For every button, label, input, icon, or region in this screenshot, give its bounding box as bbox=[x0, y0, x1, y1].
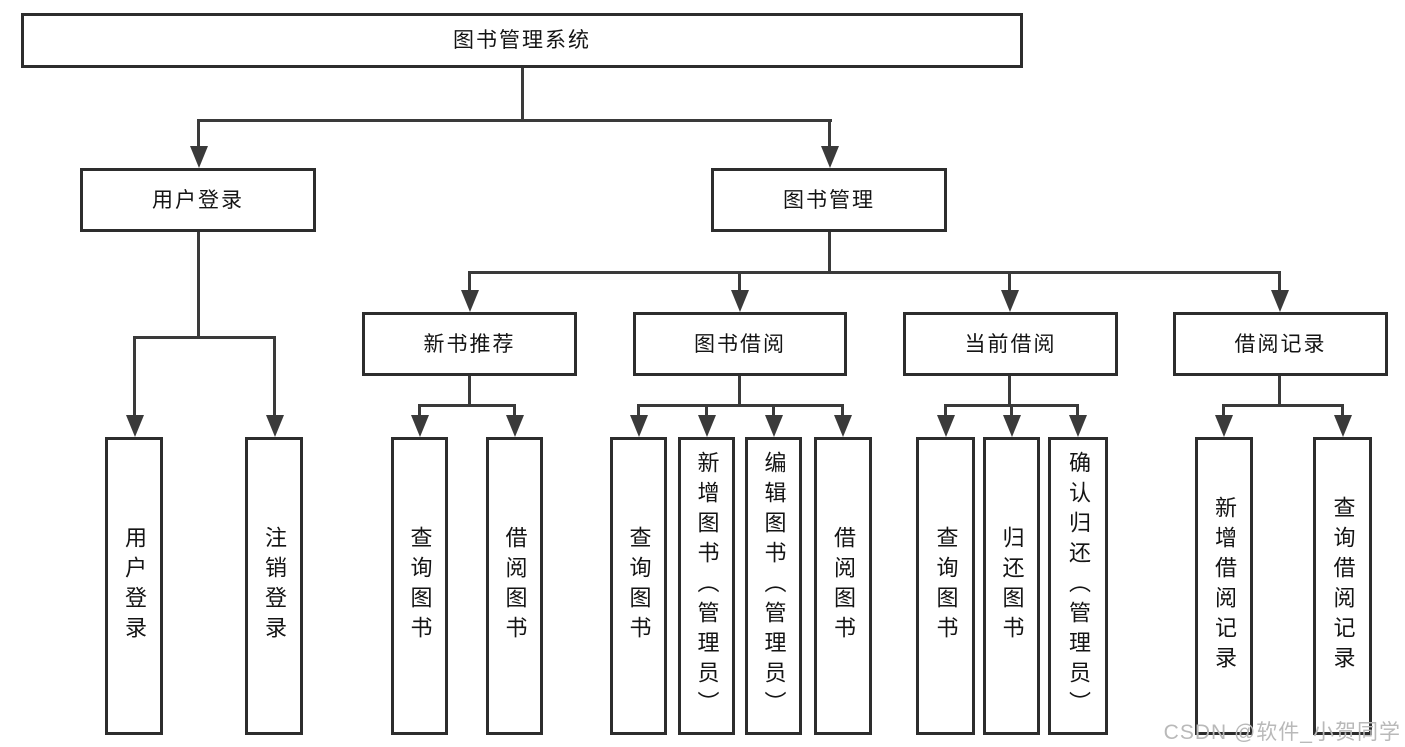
arrowhead-down-icon bbox=[730, 290, 749, 312]
leaf-query-books-3: 查询图书 bbox=[916, 437, 975, 735]
csdn-watermark: CSDN @软件_小贺同学 bbox=[1163, 721, 1401, 744]
connector-line bbox=[1278, 271, 1281, 293]
arrowhead-down-icon bbox=[460, 290, 479, 312]
connector-line bbox=[828, 119, 831, 149]
node-book-management: 图书管理 bbox=[711, 168, 947, 232]
connector-line bbox=[197, 119, 832, 122]
connector-line bbox=[1008, 271, 1011, 293]
arrowhead-down-icon bbox=[834, 415, 852, 437]
arrowhead-down-icon bbox=[936, 415, 955, 437]
connector-line bbox=[1222, 404, 1343, 407]
leaf-logout: 注销登录 bbox=[245, 437, 303, 735]
node-user-login: 用户登录 bbox=[80, 168, 316, 232]
arrowhead-down-icon bbox=[1333, 415, 1352, 437]
leaf-borrow-books-1: 借阅图书 bbox=[486, 437, 543, 735]
connector-line bbox=[468, 271, 471, 293]
leaf-query-books-2: 查询图书 bbox=[610, 437, 667, 735]
leaf-user-login: 用户登录 bbox=[105, 437, 163, 735]
connector-line bbox=[133, 336, 276, 339]
connector-line bbox=[197, 230, 200, 339]
connector-line bbox=[468, 374, 471, 407]
connector-line bbox=[738, 271, 741, 293]
arrowhead-down-icon bbox=[820, 146, 839, 168]
arrowhead-down-icon bbox=[629, 415, 648, 437]
connector-line bbox=[944, 404, 947, 418]
node-borrowing-records: 借阅记录 bbox=[1173, 312, 1388, 376]
connector-line bbox=[273, 336, 276, 418]
connector-line bbox=[418, 404, 516, 407]
leaf-return-books: 归还图书 bbox=[983, 437, 1040, 735]
arrowhead-down-icon bbox=[697, 415, 716, 437]
connector-line bbox=[1341, 404, 1344, 418]
node-root: 图书管理系统 bbox=[21, 13, 1023, 68]
connector-line bbox=[1222, 404, 1225, 418]
connector-line bbox=[1010, 404, 1013, 418]
connector-line bbox=[1278, 374, 1281, 407]
connector-line bbox=[468, 271, 1281, 274]
connector-line bbox=[637, 404, 844, 407]
connector-line bbox=[637, 404, 640, 418]
arrowhead-down-icon bbox=[189, 146, 208, 168]
arrowhead-down-icon bbox=[764, 415, 783, 437]
arrowhead-down-icon bbox=[1002, 415, 1021, 437]
connector-line bbox=[841, 404, 844, 418]
connector-line bbox=[197, 119, 200, 149]
arrowhead-down-icon bbox=[1214, 415, 1233, 437]
node-new-book-recommend: 新书推荐 bbox=[362, 312, 577, 376]
node-current-borrowing: 当前借阅 bbox=[903, 312, 1118, 376]
leaf-borrow-books-2: 借阅图书 bbox=[814, 437, 872, 735]
arrowhead-down-icon bbox=[265, 415, 284, 437]
arrowhead-down-icon bbox=[505, 415, 524, 437]
arrowhead-down-icon bbox=[125, 415, 144, 437]
leaf-edit-books-admin: 编辑图书（管理员） bbox=[745, 437, 802, 735]
arrowhead-down-icon bbox=[1270, 290, 1289, 312]
connector-line bbox=[772, 404, 775, 418]
connector-line bbox=[1076, 404, 1079, 418]
connector-line bbox=[133, 336, 136, 418]
connector-line bbox=[521, 66, 524, 122]
arrowhead-down-icon bbox=[410, 415, 429, 437]
connector-line bbox=[418, 404, 421, 418]
leaf-confirm-return-admin: 确认归还（管理员） bbox=[1048, 437, 1108, 735]
leaf-query-books-1: 查询图书 bbox=[391, 437, 448, 735]
connector-line bbox=[705, 404, 708, 418]
leaf-query-borrow-record: 查询借阅记录 bbox=[1313, 437, 1372, 735]
connector-line bbox=[828, 230, 831, 274]
connector-line bbox=[1008, 374, 1011, 407]
arrowhead-down-icon bbox=[1068, 415, 1087, 437]
leaf-add-borrow-record: 新增借阅记录 bbox=[1195, 437, 1253, 735]
arrowhead-down-icon bbox=[1000, 290, 1019, 312]
leaf-add-books-admin: 新增图书（管理员） bbox=[678, 437, 735, 735]
connector-line bbox=[738, 374, 741, 407]
node-book-borrowing: 图书借阅 bbox=[633, 312, 847, 376]
connector-line bbox=[513, 404, 516, 418]
